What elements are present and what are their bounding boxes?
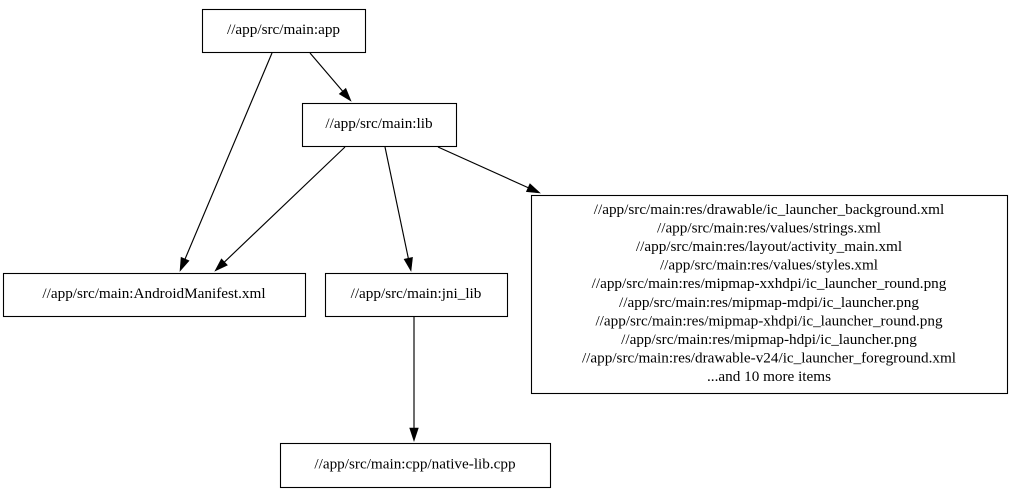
edge-line: [309, 52, 345, 94]
node-label-line: //app/src/main:res/mipmap-mdpi/ic_launch…: [619, 294, 919, 311]
node-layer: //app/src/main:app //app/src/main:lib //ap…: [2, 8, 1009, 489]
graph-node-lib[interactable]: //app/src/main:lib: [301, 102, 458, 148]
graph-node-manifest[interactable]: //app/src/main:AndroidManifest.xml: [2, 272, 307, 318]
node-label-line: ...and 10 more items: [707, 368, 831, 385]
arrowhead-icon: [525, 183, 541, 194]
node-box: [2, 272, 307, 318]
node-box: [279, 442, 552, 489]
edge-line: [183, 52, 273, 262]
node-label-line: //app/src/main:res/drawable-v24/ic_launc…: [582, 350, 956, 367]
edge-jni-lib-to-native-lib: [409, 317, 419, 442]
node-box: [324, 272, 509, 318]
node-label-line: //app/src/main:app: [227, 21, 340, 38]
node-box: [530, 194, 1009, 395]
arrowhead-icon: [214, 258, 228, 272]
graph-node-jni_lib[interactable]: //app/src/main:jni_lib: [324, 272, 509, 318]
node-label-line: //app/src/main:res/values/styles.xml: [660, 257, 878, 274]
arrowhead-icon: [179, 256, 190, 272]
node-label-line: //app/src/main:res/values/strings.xml: [657, 219, 881, 236]
node-label-line: //app/src/main:res/drawable/ic_launcher_…: [594, 201, 944, 218]
edge-lib-to-resources: [437, 146, 541, 194]
arrowhead-icon: [409, 427, 419, 442]
graph-node-app[interactable]: //app/src/main:app: [201, 8, 367, 54]
node-label-line: //app/src/main:res/mipmap-hdpi/ic_launch…: [621, 331, 917, 348]
node-label-line: //app/src/main:res/mipmap-xxhdpi/ic_laun…: [592, 275, 947, 292]
node-label-line: //app/src/main:jni_lib: [351, 285, 482, 302]
edge-app-to-lib: [309, 52, 352, 102]
graph-node-resources[interactable]: //app/src/main:res/drawable/ic_launcher_…: [530, 194, 1009, 395]
edge-line: [384, 146, 410, 261]
node-box: [201, 8, 367, 54]
node-label-line: //app/src/main:res/mipmap-xhdpi/ic_launc…: [595, 312, 943, 329]
arrowhead-icon: [403, 257, 413, 272]
edge-layer: [179, 52, 541, 442]
edge-line: [437, 146, 531, 190]
edge-line: [222, 146, 346, 264]
graph-node-native_lib[interactable]: //app/src/main:cpp/native-lib.cpp: [279, 442, 552, 489]
arrowhead-icon: [338, 87, 352, 102]
node-label-line: //app/src/main:lib: [325, 115, 433, 132]
node-label-line: //app/src/main:AndroidManifest.xml: [42, 285, 265, 302]
edge-lib-to-manifest: [214, 146, 346, 272]
node-box: [301, 102, 458, 148]
node-label-line: //app/src/main:res/layout/activity_main.…: [636, 238, 902, 255]
node-label-line: //app/src/main:cpp/native-lib.cpp: [314, 455, 515, 472]
edge-app-to-manifest: [179, 52, 273, 272]
edge-lib-to-jni-lib: [384, 146, 413, 272]
